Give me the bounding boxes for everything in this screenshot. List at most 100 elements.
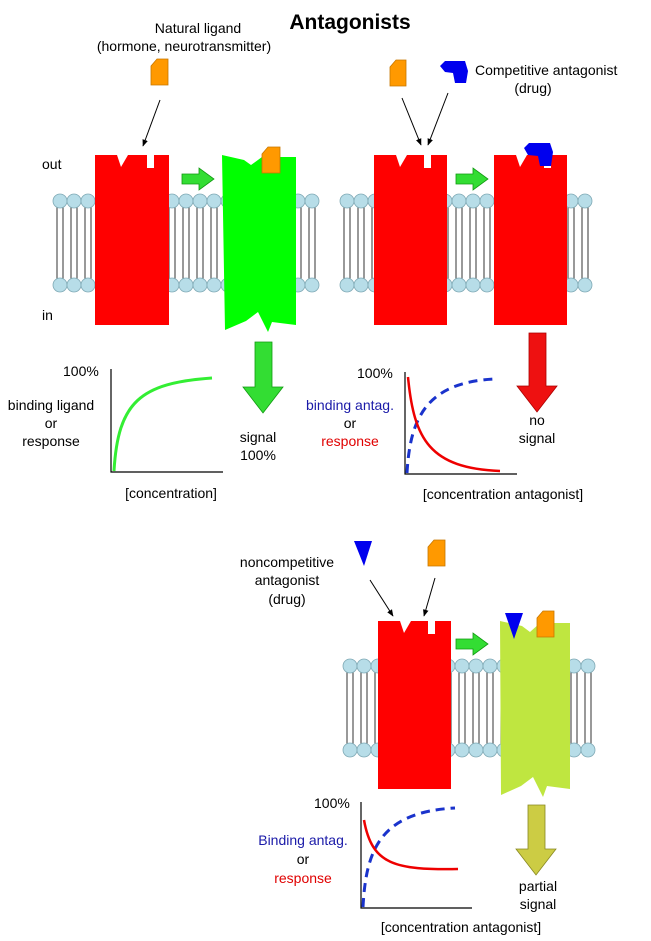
graph-ylabel-or: or <box>45 415 58 431</box>
lipid-head <box>192 277 208 293</box>
lipid-head <box>454 742 470 758</box>
lipid-head <box>356 658 372 674</box>
partial-signal-sublabel: signal <box>520 896 557 912</box>
lipid-head <box>353 193 369 209</box>
antagonist-pointer <box>369 579 394 617</box>
receptor-active <box>222 155 296 332</box>
lipid-head <box>353 277 369 293</box>
lipid-head <box>451 193 467 209</box>
out-label: out <box>42 156 62 172</box>
competitive-antagonist-sublabel: (drug) <box>514 80 551 96</box>
antagonist-binding-curve <box>361 806 456 908</box>
receptor-inactive <box>95 155 169 325</box>
lipid-head <box>468 658 484 674</box>
panel-noncompetitive-antagonist: noncompetitive antagonist (drug) partial… <box>240 539 596 935</box>
noncompetitive-drug-label: (drug) <box>268 591 305 607</box>
partial-signal-label: partial <box>519 878 557 894</box>
antagonist-binding-curve <box>405 377 496 474</box>
diagram-title: Antagonists <box>289 11 410 34</box>
lipid-head <box>580 658 596 674</box>
lipid-head <box>66 277 82 293</box>
noncompetitive-sublabel: antagonist <box>255 572 320 588</box>
signal-arrow-full <box>242 341 284 414</box>
bound-ligand-icon <box>536 610 555 638</box>
natural-ligand-sublabel: (hormone, neurotransmitter) <box>97 38 271 54</box>
lipid-head <box>580 742 596 758</box>
lipid-head <box>178 277 194 293</box>
activation-arrow <box>181 167 215 191</box>
ligand-pointer <box>423 577 436 617</box>
natural-ligand-label: Natural ligand <box>155 20 241 36</box>
ligand-icon <box>427 539 446 567</box>
antagonist-icon <box>440 61 468 83</box>
lipid-head <box>479 193 495 209</box>
lipid-head <box>577 277 593 293</box>
graph-axes <box>404 372 517 475</box>
receptor-inactive <box>374 155 447 325</box>
bound-antagonist-icon <box>524 143 553 166</box>
signal-label: signal <box>240 429 277 445</box>
lipid-head <box>465 193 481 209</box>
graph-100-label: 100% <box>314 795 350 811</box>
signal-arrow-partial <box>515 804 557 876</box>
graph-axes <box>360 802 472 909</box>
graph-xlabel: [concentration] <box>125 485 217 501</box>
lipid-head <box>468 742 484 758</box>
graph-ylabel-response: response <box>274 870 332 886</box>
competitive-antagonist-label: Competitive antagonist <box>475 62 618 78</box>
response-curve <box>362 819 459 871</box>
lipid-head <box>52 193 68 209</box>
lipid-head <box>80 277 96 293</box>
graph-ylabel-response: response <box>321 433 379 449</box>
lipid-head <box>66 193 82 209</box>
lipid-head <box>454 658 470 674</box>
lipid-head <box>304 193 320 209</box>
signal-arrow-none <box>516 332 558 413</box>
lipid-head <box>80 193 96 209</box>
lipid-head <box>482 658 498 674</box>
receptor-blocked <box>494 155 567 325</box>
lipid-head <box>206 277 222 293</box>
graph-ylabel: binding antag. <box>306 397 394 413</box>
ligand-icon <box>389 59 407 87</box>
receptor-partial <box>500 621 570 797</box>
lipid-head <box>482 742 498 758</box>
binding-pointer <box>142 99 161 147</box>
binding-curve <box>112 376 213 472</box>
graph-ylabel-response: response <box>22 433 80 449</box>
ligand-pointer <box>401 97 422 146</box>
bound-antagonist-icon <box>505 613 523 639</box>
graph-ylabel: binding ligand <box>8 397 94 413</box>
lipid-head <box>206 193 222 209</box>
lipid-head <box>178 193 194 209</box>
lipid-head <box>451 277 467 293</box>
lipid-head <box>356 742 372 758</box>
antagonist-icon <box>354 541 372 566</box>
bound-ligand-icon <box>261 146 281 174</box>
receptor-inactive <box>378 621 451 789</box>
lipid-head <box>342 658 358 674</box>
signal-value: 100% <box>240 447 276 463</box>
lipid-head <box>342 742 358 758</box>
in-label: in <box>42 307 53 323</box>
no-signal-label: no <box>529 412 545 428</box>
ligand-icon <box>150 58 169 86</box>
lipid-head <box>479 277 495 293</box>
panel-competitive-antagonist: Competitive antagonist (drug) no signal … <box>306 59 618 502</box>
graph-ylabel-or: or <box>297 851 310 867</box>
graph-100-label: 100% <box>63 363 99 379</box>
lipid-head <box>577 193 593 209</box>
lipid-head <box>339 193 355 209</box>
lipid-head <box>52 277 68 293</box>
graph-ylabel-or: or <box>344 415 357 431</box>
graph-xlabel: [concentration antagonist] <box>423 486 583 502</box>
panel-natural-ligand: out in Natural ligand (hormone, neurotra… <box>8 20 320 501</box>
response-curve <box>406 376 501 473</box>
lipid-head <box>465 277 481 293</box>
graph-ylabel: Binding antag. <box>258 832 348 848</box>
antagonist-pointer <box>427 92 449 146</box>
lipid-head <box>192 193 208 209</box>
graph-100-label: 100% <box>357 365 393 381</box>
activation-arrow <box>455 167 489 191</box>
